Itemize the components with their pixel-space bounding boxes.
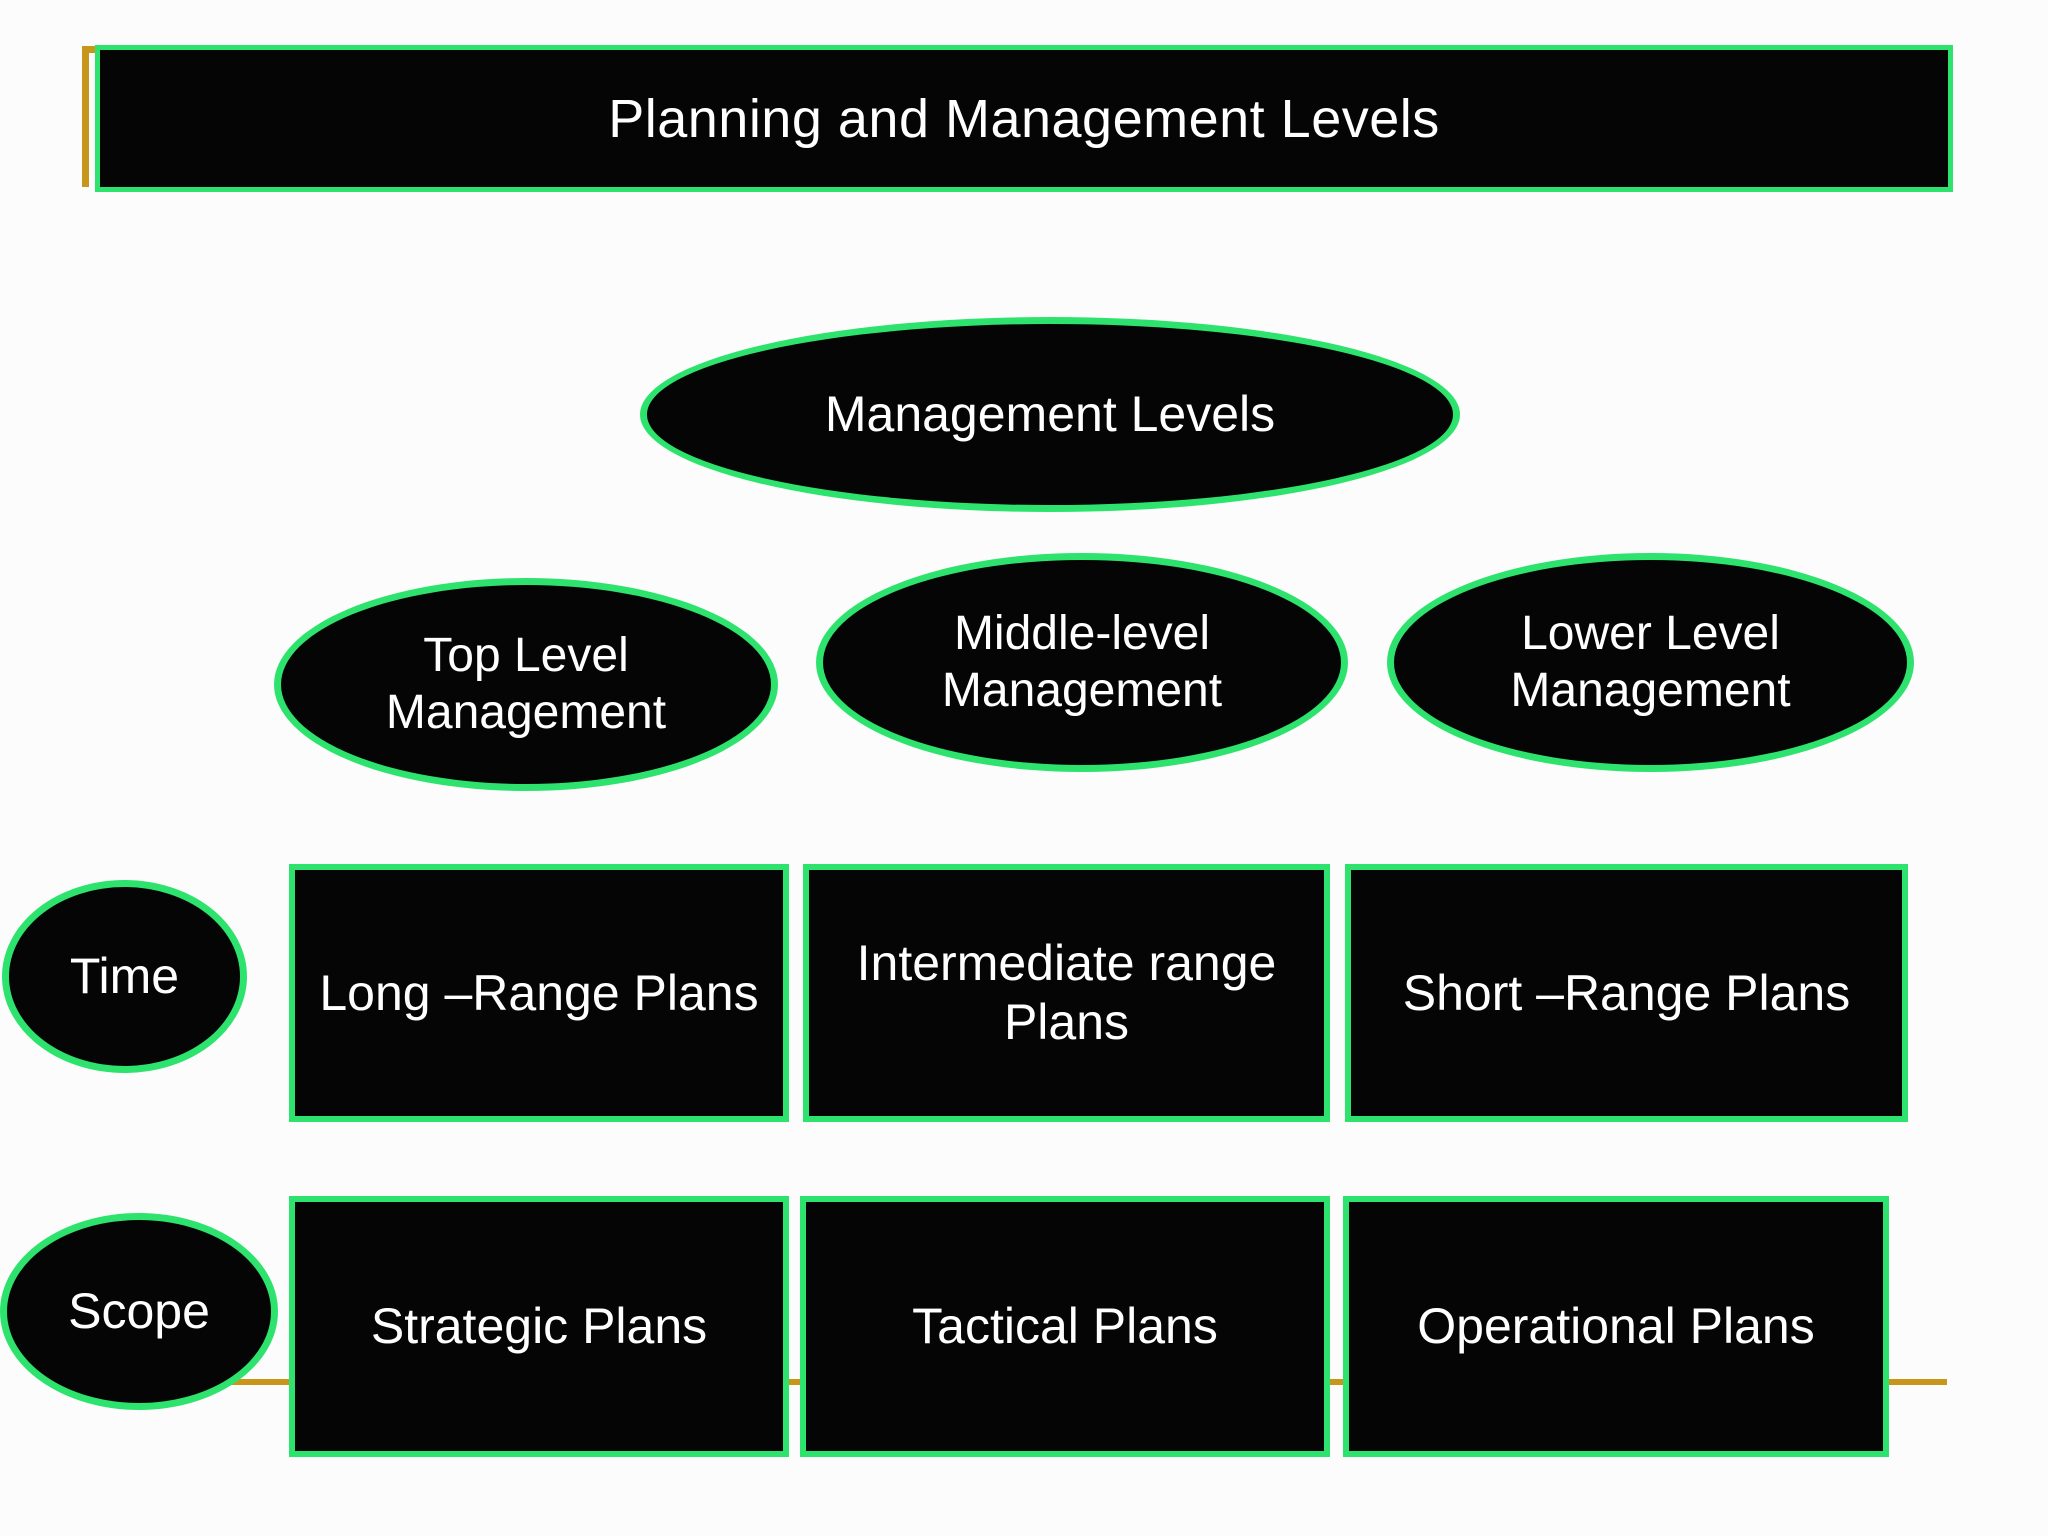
node-intermediate-range-plans: Intermediate range Plans <box>803 864 1330 1122</box>
node-top-level-management-label: Top Level Management <box>385 628 667 739</box>
node-short-range-plans-label: Short –Range Plans <box>1402 964 1851 1021</box>
slide-title: Planning and Management Levels <box>608 88 1440 149</box>
node-strategic-plans-label: Strategic Plans <box>370 1298 708 1354</box>
node-long-range-plans-label: Long –Range Plans <box>319 964 759 1021</box>
node-middle-level-management-label: Middle-level Management <box>941 606 1223 717</box>
node-long-range-plans: Long –Range Plans <box>289 864 789 1122</box>
row-label-scope-text: Scope <box>68 1283 210 1339</box>
node-tactical-plans-label: Tactical Plans <box>912 1298 1218 1354</box>
title-bar: Planning and Management Levels <box>95 45 1953 192</box>
node-intermediate-range-plans-label: Intermediate range Plans <box>856 935 1277 1050</box>
node-lower-level-management: Lower Level Management <box>1387 553 1914 772</box>
title-accent-vertical-line <box>82 46 89 187</box>
node-lower-level-management-label: Lower Level Management <box>1510 606 1791 717</box>
node-operational-plans-label: Operational Plans <box>1417 1298 1815 1354</box>
node-top-level-management: Top Level Management <box>274 578 778 791</box>
node-management-levels-label: Management Levels <box>824 386 1276 442</box>
node-management-levels: Management Levels <box>640 317 1460 512</box>
title-accent-top-nub <box>82 46 104 53</box>
node-middle-level-management: Middle-level Management <box>816 553 1348 772</box>
node-tactical-plans: Tactical Plans <box>800 1196 1330 1457</box>
node-strategic-plans: Strategic Plans <box>289 1196 789 1457</box>
row-label-time-text: Time <box>69 948 180 1004</box>
row-label-time: Time <box>2 880 247 1073</box>
node-operational-plans: Operational Plans <box>1343 1196 1889 1457</box>
node-short-range-plans: Short –Range Plans <box>1345 864 1908 1122</box>
row-label-scope: Scope <box>0 1213 278 1410</box>
title-accent-bracket <box>82 46 104 187</box>
